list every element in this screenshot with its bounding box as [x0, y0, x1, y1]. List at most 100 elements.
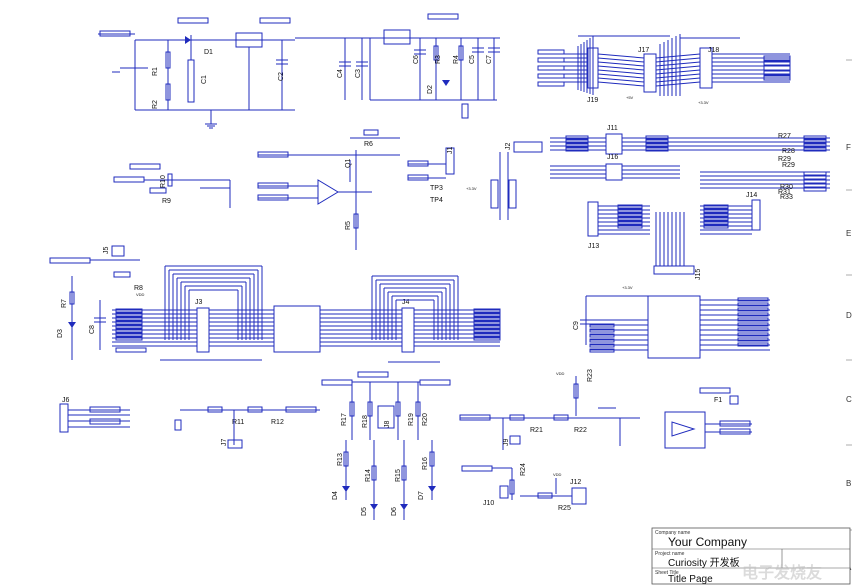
- label-J5: J5: [103, 247, 110, 255]
- label-R1: R1: [152, 67, 159, 76]
- label-R23: R23: [587, 369, 594, 382]
- connector-bus-right-mid: J11 J16 R27 R28 R29 R29 R30 R31 R33 J14: [550, 125, 830, 231]
- net-flag: [737, 332, 769, 337]
- label-R19: R19: [408, 413, 415, 426]
- label-F1: F1: [714, 397, 722, 404]
- label-R2: R2: [152, 100, 159, 109]
- net-flag: [617, 208, 643, 213]
- net-flag: [803, 175, 827, 180]
- label-R3: R3: [435, 55, 442, 64]
- label-J9: J9: [503, 439, 510, 447]
- net-flag: [115, 347, 147, 353]
- net-flag: [473, 316, 501, 321]
- label-J3: J3: [195, 299, 203, 306]
- label-D6: D6: [391, 507, 398, 516]
- label-J2: J2: [505, 143, 512, 151]
- title-sheet: Title Page: [668, 574, 713, 585]
- net-flag: [803, 187, 827, 192]
- j5-section: J5 R8 VDD R7 D3 C8: [49, 245, 145, 360]
- net-flag: [703, 220, 729, 225]
- label-R24: R24: [520, 463, 527, 476]
- net-flag: [589, 323, 615, 328]
- label-R28: R28: [782, 148, 795, 155]
- title-project-caption: Project name: [655, 551, 685, 557]
- net-flag: [737, 322, 769, 327]
- label-C3: C3: [355, 69, 362, 78]
- net-flag: [115, 324, 143, 329]
- net-flag: [617, 220, 643, 225]
- net-flag: [589, 343, 615, 348]
- net-flag: [737, 342, 769, 347]
- label-C1: C1: [201, 75, 208, 84]
- label-J19: J19: [587, 97, 598, 104]
- wire: [655, 81, 701, 87]
- net-plus5v-top: +5V: [626, 95, 634, 100]
- power-supply-section: D1 R1 R2 C1 C2: [98, 17, 295, 129]
- net-flag: [537, 81, 565, 87]
- label-D3: D3: [57, 329, 64, 338]
- wire: [655, 53, 701, 59]
- label-R5: R5: [345, 221, 352, 230]
- big-bus-section: J3 J4: [112, 265, 501, 363]
- wire: [655, 69, 701, 75]
- label-J17: J17: [638, 47, 649, 54]
- j13-j15-section: J13 J15: [587, 201, 752, 280]
- net-flag: [703, 204, 729, 209]
- net-plus3v3-j1: +3.3V: [466, 186, 477, 191]
- label-C8: C8: [89, 325, 96, 334]
- net-flag: [473, 324, 501, 329]
- wire: [655, 65, 701, 71]
- label-D4: D4: [332, 491, 339, 500]
- label-R12: R12: [271, 419, 284, 426]
- label-J18: J18: [708, 47, 719, 54]
- label-J13: J13: [588, 243, 599, 250]
- r9-r10-section: R10 R9: [113, 163, 231, 208]
- right-ic-section: +3.3V C9 VDD R23: [556, 285, 770, 416]
- net-flag: [617, 204, 643, 209]
- label-J10: J10: [483, 500, 494, 507]
- edge-letter-F: F: [846, 143, 851, 152]
- wire: [597, 81, 645, 87]
- net-flag: [565, 147, 589, 152]
- net-flag: [473, 320, 501, 325]
- wire: [597, 61, 645, 67]
- net-flag: [703, 212, 729, 217]
- title-project: Curiosity 开发板: [668, 556, 740, 569]
- net-flag: [115, 328, 143, 333]
- net-flag: [115, 332, 143, 337]
- f1-usb-section: F1: [664, 387, 752, 449]
- label-C5: C5: [469, 55, 476, 64]
- label-J11: J11: [607, 125, 618, 132]
- net-flag: [617, 212, 643, 217]
- wire: [655, 57, 701, 63]
- label-R15: R15: [395, 469, 402, 482]
- net-flag: [803, 171, 827, 176]
- net-flag: [763, 70, 791, 76]
- label-R8: R8: [134, 285, 143, 292]
- edge-letter-E: E: [846, 229, 851, 238]
- net-flag: [703, 208, 729, 213]
- label-D7: D7: [418, 491, 425, 500]
- label-R26: R29: [778, 156, 791, 163]
- net-flag: [803, 135, 827, 140]
- label-R25: R25: [558, 505, 571, 512]
- edge-letter-B: B: [846, 479, 851, 488]
- label-R20: R20: [422, 413, 429, 426]
- net-flag: [803, 147, 827, 152]
- label-C2: C2: [278, 72, 285, 81]
- wire: [655, 73, 701, 79]
- net-flag: [737, 337, 769, 342]
- wire: [597, 73, 645, 79]
- net-flag: [737, 307, 769, 312]
- label-R4: R4: [453, 55, 460, 64]
- label-R9: R9: [162, 198, 171, 205]
- r21-r22-section: R21 R22 J9: [459, 407, 640, 450]
- wire: [597, 57, 645, 63]
- label-TP4: TP4: [430, 197, 443, 204]
- net-flag: [763, 60, 791, 66]
- label-R17: R17: [341, 413, 348, 426]
- label-R16: R16: [422, 457, 429, 470]
- label-R31: R31: [778, 189, 791, 196]
- edge-letters: F E D C B A: [846, 59, 852, 572]
- j6-section: J6: [59, 397, 130, 433]
